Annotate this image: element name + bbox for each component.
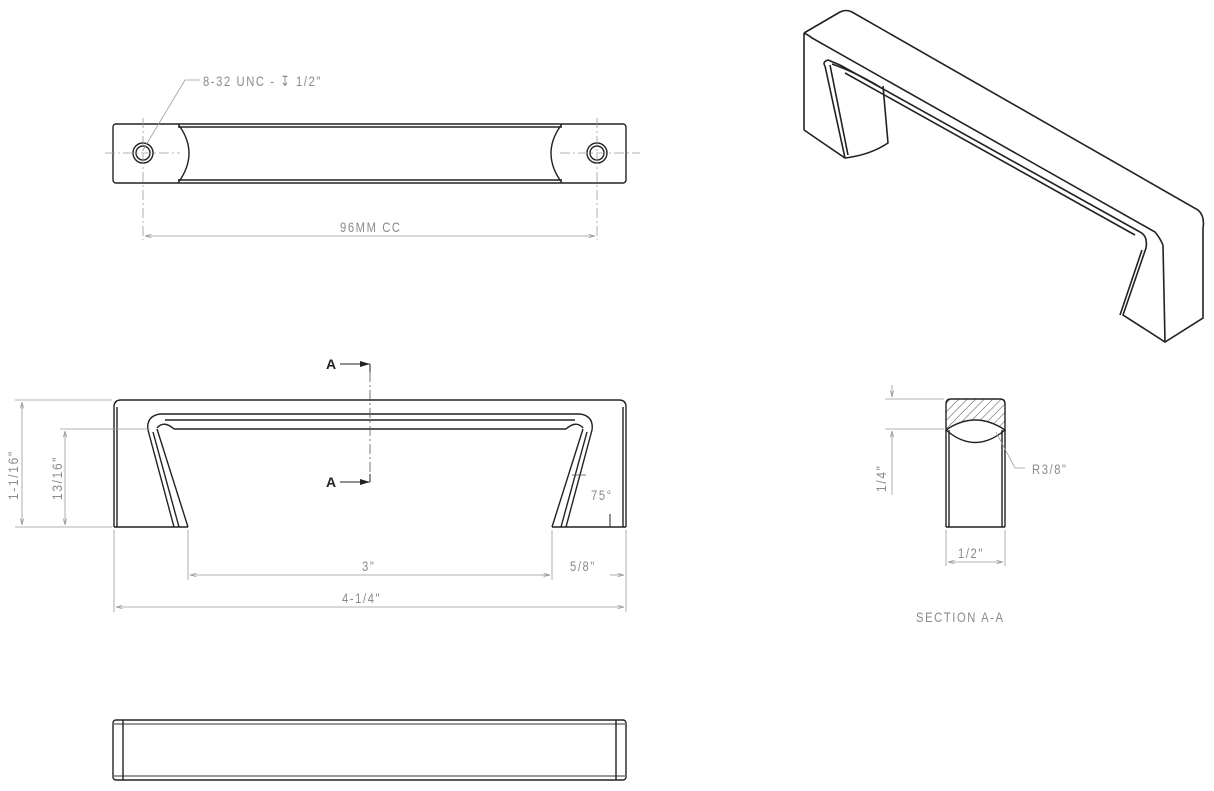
- inner-height-label: 13/16": [49, 455, 65, 500]
- center-to-center-label: 96MM CC: [340, 219, 402, 235]
- overall-length-label: 4-1/4": [342, 590, 382, 606]
- section-height-label: 1/4": [873, 464, 889, 492]
- front-view: [15, 361, 627, 612]
- section-view: [885, 385, 1025, 566]
- section-marker-top: A: [326, 356, 337, 372]
- overall-height-label: 1-1/16": [5, 450, 21, 500]
- leg-offset-label: 5/8": [570, 558, 596, 574]
- bottom-view: [112, 719, 627, 781]
- section-radius-label: R3/8": [1032, 461, 1068, 477]
- inner-span-label: 3": [362, 558, 376, 574]
- section-marker-bottom: A: [326, 474, 337, 490]
- section-title: SECTION A-A: [916, 609, 1005, 625]
- isometric-view: [803, 9, 1205, 343]
- section-width-label: 1/2": [958, 545, 984, 561]
- top-view: [105, 79, 640, 240]
- leg-angle-label: 75°: [591, 487, 613, 503]
- thread-callout-label: 8-32 UNC - ↧ 1/2": [203, 73, 322, 89]
